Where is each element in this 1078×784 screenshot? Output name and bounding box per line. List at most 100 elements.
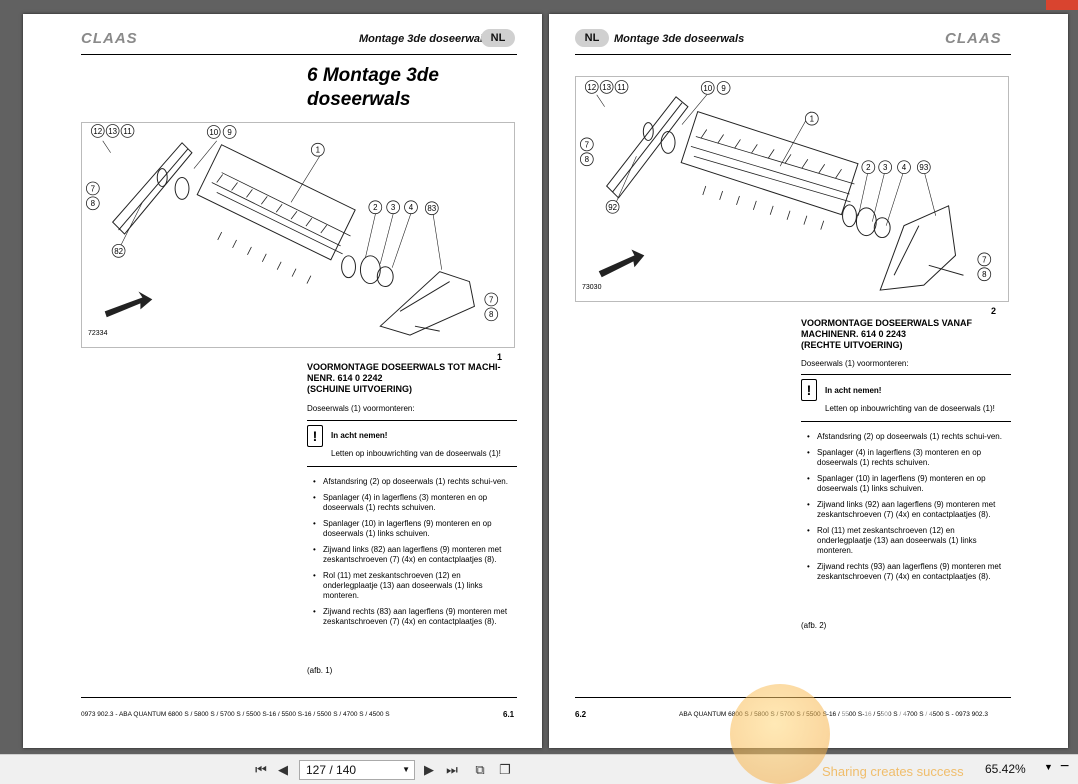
first-page-icon[interactable]: ⏮ [255, 762, 267, 777]
svg-text:2: 2 [373, 203, 377, 212]
next-page-icon[interactable]: ▶ [424, 762, 434, 777]
callout-82: 82 [111, 244, 126, 258]
svg-text:8: 8 [982, 270, 987, 279]
roller-drawing: 12 13 11 10 9 1 7 8 92 2 3 4 93 7 8 [579, 80, 992, 291]
svg-text:1: 1 [810, 115, 815, 124]
callout-1: 1 [804, 111, 819, 126]
step-list: Afstandsring (2) op doseerwals (1) recht… [801, 432, 1011, 588]
step-item: Zijwand rechts (83) aan lagerflens (9) m… [307, 607, 517, 627]
callout-92: 92 [605, 200, 620, 214]
brand-logo: CLAAS [81, 30, 138, 47]
page-number: 6.1 [503, 710, 515, 719]
footer-text: ABA QUANTUM 6800 S / 5800 S / 5700 S / 5… [679, 711, 988, 718]
page-left: CLAAS Montage 3de doseerwals NL 6 Montag… [23, 14, 542, 748]
warn-rule-bottom [801, 421, 1011, 422]
svg-text:2: 2 [866, 163, 870, 172]
svg-text:9: 9 [227, 128, 232, 137]
step-item: Rol (11) met zeskantschroeven (12) en on… [801, 526, 1011, 556]
document-viewport[interactable]: CLAAS Montage 3de doseerwals NL 6 Montag… [0, 0, 1078, 754]
copy-icon[interactable]: ⧉ [475, 762, 485, 777]
section-title-line2: MACHINENR. 614 0 2243 [801, 329, 907, 339]
callout-13: 13 [599, 80, 614, 94]
callout-8: 8 [85, 196, 100, 211]
section-number: 2 [991, 306, 997, 316]
watermark-text: DIIT [835, 689, 945, 749]
warn-text: Letten op inbouwrichting van de doseerwa… [825, 404, 995, 413]
intro-text: Doseerwals (1) voormonteren: [307, 404, 415, 413]
svg-text:4: 4 [409, 203, 414, 212]
callout-1: 1 [310, 142, 325, 157]
callout-8b: 8 [484, 307, 499, 322]
svg-text:9: 9 [721, 84, 726, 93]
callout-10: 10 [206, 125, 221, 139]
watermark-caption: Sharing creates success [822, 764, 964, 779]
svg-text:11: 11 [123, 127, 132, 136]
callout-83: 83 [424, 201, 439, 216]
callout-2: 2 [861, 160, 876, 175]
callout-8: 8 [579, 152, 594, 167]
svg-text:83: 83 [427, 204, 436, 213]
svg-text:7: 7 [982, 255, 986, 264]
section-title-line1: VOORMONTAGE DOSEERWALS TOT MACHI- [307, 362, 501, 372]
bottom-toolbar: ⏮ ◀ 127 / 140 ▼ ▶ ⏭ ⧉ ❐ 65.42% ▼ − [0, 754, 1078, 784]
callout-3: 3 [878, 160, 893, 175]
callout-4: 4 [404, 200, 418, 215]
page-indicator: 127 / 140 [306, 763, 357, 777]
svg-text:8: 8 [489, 310, 494, 319]
watermark-logo [730, 684, 830, 784]
svg-text:12: 12 [587, 83, 596, 92]
callout-7: 7 [85, 181, 100, 196]
svg-text:3: 3 [883, 163, 888, 172]
header-title: Montage 3de doseerwals [614, 33, 745, 45]
callout-9: 9 [716, 81, 731, 95]
warn-text: Letten op inbouwrichting van de doseerwa… [331, 449, 501, 458]
callout-11: 11 [614, 80, 629, 94]
callout-8b: 8 [977, 267, 992, 282]
section-number: 1 [497, 352, 503, 362]
step-item: Zijwand links (82) aan lagerflens (9) mo… [307, 545, 517, 565]
page-number: 6.2 [575, 710, 587, 719]
figure-reference: (afb. 2) [801, 621, 827, 630]
page-right: NL Montage 3de doseerwals CLAAS [549, 14, 1068, 748]
page-selector[interactable]: 127 / 140 ▼ [299, 760, 415, 780]
warn-rule-bottom [307, 466, 517, 467]
zoom-out-icon[interactable]: − [1060, 758, 1070, 775]
svg-text:7: 7 [91, 184, 95, 193]
prev-page-icon[interactable]: ◀ [278, 762, 288, 777]
callout-10: 10 [700, 81, 715, 95]
step-item: Spanlager (4) in lagerflens (3) monteren… [801, 448, 1011, 468]
close-button[interactable] [1046, 0, 1078, 10]
footer-rule [81, 697, 517, 698]
svg-text:92: 92 [608, 203, 617, 212]
callout-4: 4 [897, 160, 911, 175]
callout-7b: 7 [977, 252, 992, 267]
step-item: Spanlager (10) in lagerflens (9) montere… [307, 519, 517, 539]
callout-2: 2 [368, 200, 383, 215]
section-title-line1: VOORMONTAGE DOSEERWALS VANAF [801, 318, 973, 328]
header-title: Montage 3de doseerwals [359, 33, 490, 45]
warning-icon: ! [307, 425, 323, 447]
chapter-title-line1: 6 Montage 3de [307, 65, 439, 86]
svg-text:3: 3 [391, 203, 396, 212]
figure-id: 72334 [88, 330, 108, 337]
svg-text:8: 8 [91, 199, 96, 208]
chapter-title-line2: doseerwals [307, 89, 411, 110]
svg-text:12: 12 [93, 127, 102, 136]
svg-text:82: 82 [114, 247, 123, 256]
zoom-dropdown-icon[interactable]: ▼ [1044, 762, 1053, 772]
svg-text:1: 1 [316, 146, 321, 155]
callout-7: 7 [579, 137, 594, 152]
svg-text:8: 8 [585, 155, 590, 164]
svg-text:10: 10 [703, 84, 712, 93]
roller-drawing: 12 13 11 10 9 1 7 8 82 2 3 4 83 7 8 [85, 124, 499, 336]
last-page-icon[interactable]: ⏭ [446, 762, 458, 777]
section-title-line2: NENR. 614 0 2242 [307, 373, 383, 383]
footer-text: 0973 902.3 - ABA QUANTUM 6800 S / 5800 S… [81, 711, 390, 718]
step-item: Afstandsring (2) op doseerwals (1) recht… [307, 477, 517, 487]
svg-text:4: 4 [902, 163, 907, 172]
page-view-icon[interactable]: ❐ [499, 762, 511, 777]
zoom-level[interactable]: 65.42% [985, 762, 1026, 776]
svg-text:7: 7 [585, 140, 589, 149]
warn-title: In acht nemen! [825, 386, 882, 395]
step-item: Zijwand links (92) aan lagerflens (9) mo… [801, 500, 1011, 520]
